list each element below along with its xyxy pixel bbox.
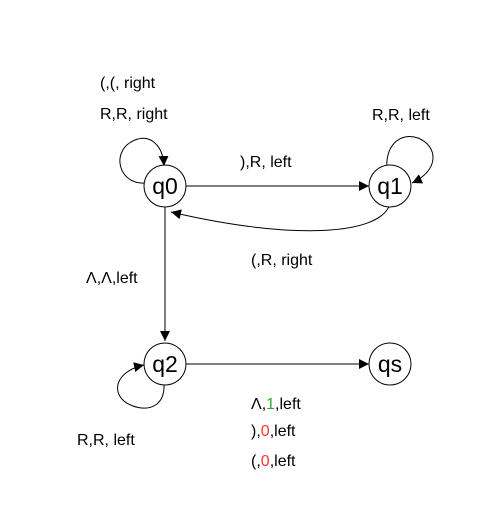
q0-self-label-1: (,(, right [100, 75, 156, 92]
state-q1: q1 [368, 164, 412, 208]
edge-q1-self-loop [386, 136, 434, 184]
edge-q1-to-q0 [170, 203, 391, 232]
q2-to-qs-label-1: Λ,1,left [251, 396, 301, 413]
q2-to-qs-label-1-pre: Λ, [251, 396, 266, 413]
q2-to-qs-label-3: (,0,left [251, 453, 296, 470]
state-qs-label: qs [378, 351, 402, 377]
state-qs: qs [368, 342, 412, 386]
q2-to-qs-label-2-mark: 0 [261, 423, 270, 440]
q1-to-q0-label: (,R, right [251, 252, 313, 269]
edge-q0-self-loop [119, 138, 169, 184]
q2-to-qs-label-1-post: ,left [275, 396, 301, 413]
q2-self-label: R,R, left [77, 432, 135, 449]
state-q2: q2 [143, 342, 187, 386]
q1-self-label: R,R, left [372, 107, 430, 124]
state-q0: q0 [143, 164, 187, 208]
q2-to-qs-label-3-pre: (, [251, 453, 261, 470]
q0-to-q2-label: Λ,Λ,left [86, 270, 138, 287]
state-q0-label: q0 [152, 173, 178, 199]
q2-to-qs-label-2-post: ,left [270, 423, 296, 440]
edge-q2-self-loop [117, 362, 165, 409]
q2-to-qs-label-2: ),0,left [251, 423, 296, 440]
q0-self-label-2: R,R, right [100, 106, 168, 123]
q2-to-qs-label-3-post: ,left [270, 453, 296, 470]
state-q1-label: q1 [377, 173, 403, 199]
q0-to-q1-label: ),R, left [240, 154, 292, 171]
q2-to-qs-label-3-mark: 0 [261, 453, 270, 470]
state-q2-label: q2 [152, 351, 178, 377]
q2-to-qs-label-1-mark: 1 [266, 396, 275, 413]
q2-to-qs-label-2-pre: ), [251, 423, 261, 440]
